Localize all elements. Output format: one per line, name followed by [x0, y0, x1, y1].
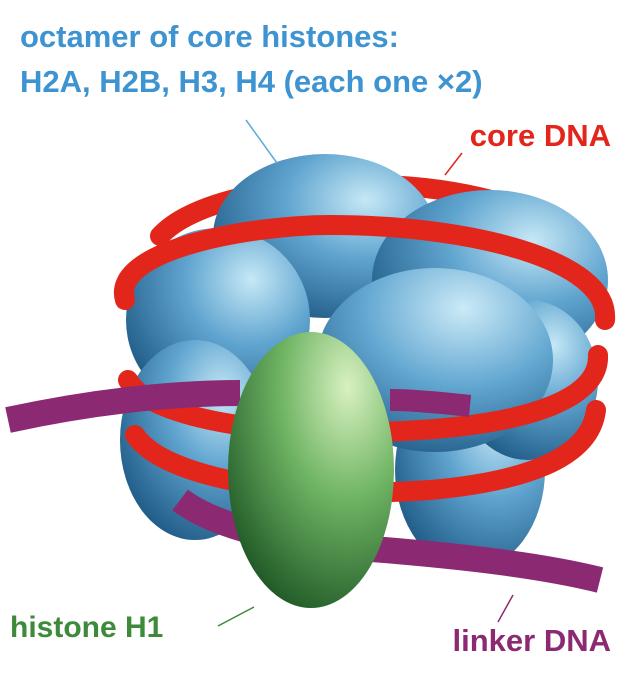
core-dna-leader-line	[444, 152, 463, 176]
histone-h1-label: histone H1	[10, 611, 164, 644]
linker-dna-leader-line	[497, 594, 514, 623]
linker-dna-upper-center	[389, 389, 472, 417]
core-dna-middle-wrap	[113, 214, 616, 330]
octamer-label: octamer of core histones: H2A, H2B, H3, …	[20, 14, 483, 104]
linker-dna-label: linker DNA	[452, 623, 611, 658]
linker-dna-left-strand	[5, 380, 241, 433]
core-dna-lower-front-wrap	[125, 400, 606, 503]
octamer-label-line1: octamer of core histones:	[20, 19, 399, 54]
core-dna-label: core DNA	[469, 118, 611, 153]
core-dna-upper-front-wrap	[118, 345, 608, 443]
octamer-leader-line	[245, 119, 278, 164]
histone-h1-shape	[228, 332, 394, 608]
h1-leader-line	[217, 606, 255, 627]
octamer-label-line2: H2A, H2B, H3, H4 (each one ×2)	[20, 64, 483, 99]
